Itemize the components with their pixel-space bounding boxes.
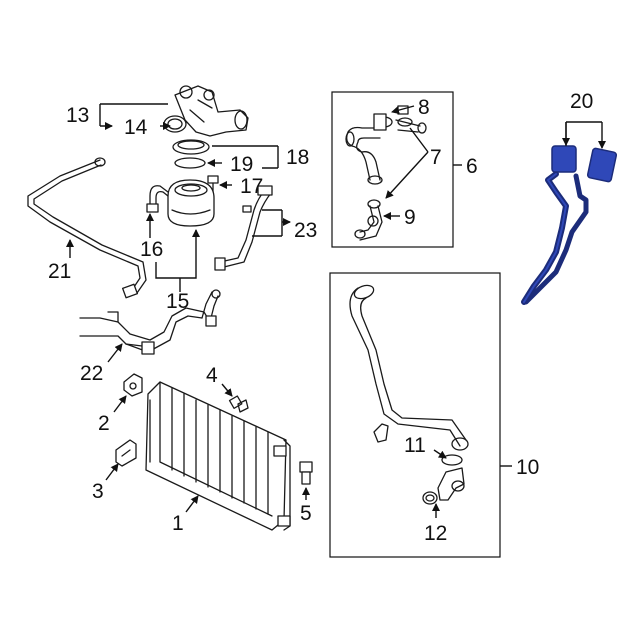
callout-20: 20 (570, 90, 593, 113)
callout-2: 2 (98, 412, 110, 435)
callout-15: 15 (166, 290, 189, 313)
thermostat-housing (174, 85, 249, 137)
upper-radiator-hose (345, 126, 383, 185)
radiator-switch (299, 461, 313, 485)
highlighted-connector-right (586, 147, 618, 183)
callout-5: 5 (300, 502, 312, 525)
hose-fitting-9 (354, 199, 383, 241)
highlighted-connector-left (551, 145, 577, 173)
coolant-pipe-assembly (79, 289, 221, 355)
radiator (145, 381, 291, 531)
callout-21: 21 (48, 260, 71, 283)
hose-bracket-10 (373, 423, 389, 443)
cap-seal (174, 157, 206, 169)
callout-16: 16 (140, 238, 163, 261)
callout-8: 8 (418, 96, 430, 119)
bracket-lower (115, 439, 137, 467)
highlighted-hose-branch (523, 173, 589, 305)
reservoir-cap (172, 139, 210, 155)
callout-13: 13 (66, 104, 89, 127)
highlighted-hose-assembly (521, 145, 618, 305)
callout-23: 23 (294, 219, 317, 242)
small-hose-assembly (214, 185, 273, 271)
bracket-upper (123, 373, 143, 397)
callout-6: 6 (466, 155, 478, 178)
callout-14: 14 (124, 116, 148, 139)
callout-3: 3 (92, 480, 104, 503)
temperature-sensor (228, 395, 249, 413)
coolant-pipe-long (27, 157, 147, 299)
clamp-11 (441, 454, 463, 466)
callout-19: 19 (230, 153, 253, 176)
callout-7: 7 (430, 146, 442, 169)
group-box-6 (331, 91, 454, 248)
callout-1: 1 (172, 512, 184, 535)
callout-9: 9 (404, 206, 416, 229)
housing-gasket (163, 115, 187, 133)
callout-17: 17 (240, 175, 263, 198)
callout-10: 10 (516, 456, 539, 479)
callout-22: 22 (80, 362, 103, 385)
expansion-tank (167, 179, 215, 227)
connector-8 (373, 105, 409, 131)
callout-4: 4 (206, 364, 218, 387)
group-box-10 (329, 272, 501, 558)
lower-radiator-hose (349, 284, 469, 451)
callout-12: 12 (424, 522, 447, 545)
hose-fitting-12 (422, 467, 465, 505)
callout-11: 11 (404, 434, 426, 457)
tank-hose-left (146, 185, 169, 213)
callout-18: 18 (286, 146, 309, 169)
